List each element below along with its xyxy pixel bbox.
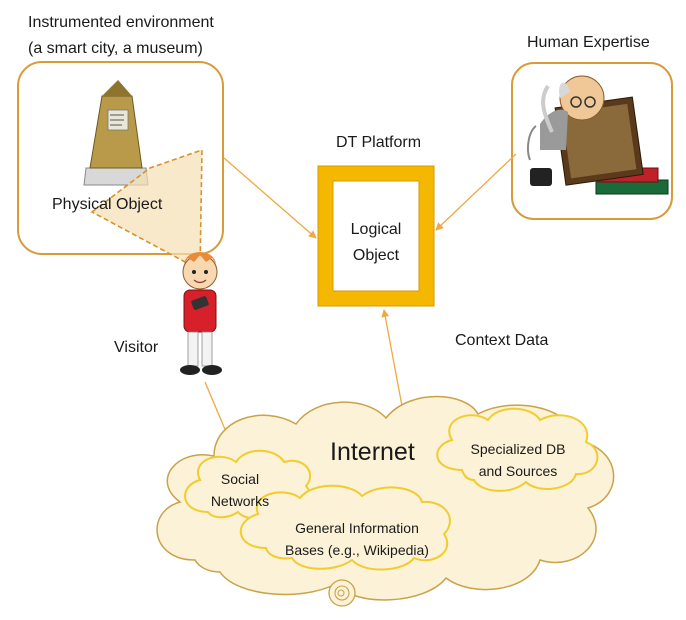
- logical-object-line2: Object: [352, 247, 400, 264]
- arrow-internet-to-dt: [381, 309, 403, 407]
- environment-title-line2: (a smart city, a museum): [28, 40, 203, 57]
- environment-title: Instrumented environment (a smart city, …: [28, 10, 214, 62]
- visitor-figure: [180, 252, 222, 375]
- specialized-db-label: Specialized DB and Sources: [460, 438, 576, 482]
- dt-platform-label: DT Platform: [336, 134, 422, 151]
- social-line1: Social: [220, 471, 260, 487]
- specialized-line1: Specialized DB: [470, 441, 566, 457]
- context-data-label: Context Data: [455, 332, 549, 349]
- visitor-label: Visitor: [114, 339, 159, 356]
- logical-object-line1: Logical: [350, 221, 402, 238]
- general-information-label: General Information Bases (e.g., Wikiped…: [282, 517, 432, 561]
- general-line2: Bases (e.g., Wikipedia): [285, 542, 429, 558]
- field-of-view: [90, 148, 203, 272]
- environment-title-line1: Instrumented environment: [28, 14, 214, 31]
- general-cloud: [239, 484, 451, 571]
- general-line1: General Information: [295, 520, 419, 536]
- specialized-cloud: [436, 407, 599, 492]
- dt-platform-frame: [317, 165, 435, 307]
- human-expertise-label: Human Expertise: [527, 34, 650, 51]
- specialized-line2: and Sources: [478, 463, 558, 479]
- social-line2: Networks: [210, 493, 270, 509]
- monument-icon: [83, 80, 149, 186]
- social-networks-label: Social Networks: [200, 468, 280, 512]
- arrow-environment-to-dt: [223, 157, 317, 239]
- logical-object-label: Logical Object: [336, 217, 416, 269]
- internet-label: Internet: [330, 438, 415, 466]
- physical-object-label: Physical Object: [52, 196, 163, 213]
- arrow-expertise-to-dt: [435, 153, 517, 231]
- scholar-reading-icon: [527, 75, 669, 195]
